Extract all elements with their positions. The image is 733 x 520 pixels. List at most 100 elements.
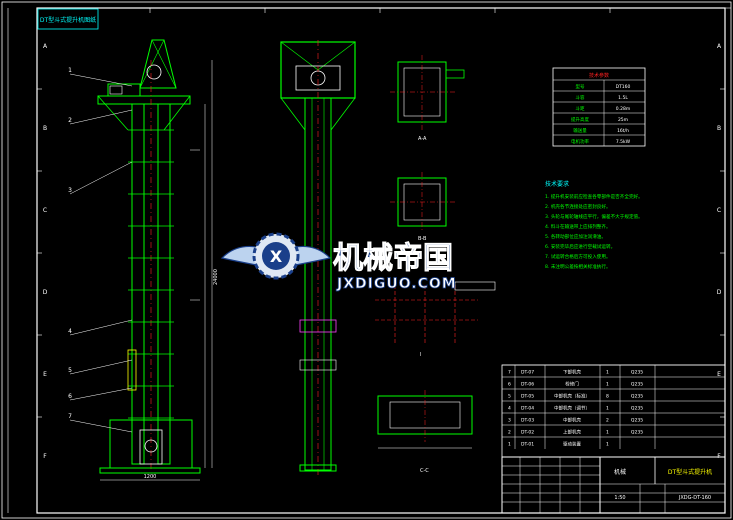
watermark-cn: 机械帝国	[333, 241, 453, 276]
spec-value: 25m	[618, 117, 628, 123]
bom-cell: 4	[508, 406, 511, 412]
bom-cell: 下部机壳	[563, 369, 581, 376]
bom-cell: 6	[508, 382, 511, 388]
note-line: 5. 各转动部位应加注润滑油。	[545, 233, 606, 240]
sheet-letter: E	[717, 371, 721, 378]
sheet-letter: C	[43, 207, 47, 214]
title-tab-box	[37, 8, 99, 30]
note-line: 2. 机壳各节连接处应密封良好。	[545, 203, 611, 210]
spec-label: 提升高度	[571, 116, 589, 123]
bom-cell: 5	[508, 394, 511, 400]
bom-cell: 检修门	[565, 381, 579, 388]
title-scale: 1:50	[614, 495, 625, 501]
bom-cell: 中部机壳（调节）	[554, 405, 590, 412]
sheet-letter: B	[43, 125, 47, 132]
sheet-letter: E	[43, 371, 47, 378]
base-width-dim: 1200	[144, 474, 157, 480]
part-balloon: 7	[68, 413, 72, 420]
tail-pulley	[144, 439, 158, 453]
head-pulley	[146, 64, 162, 80]
bom-cell: Q235	[631, 430, 643, 436]
bom-cell: 1	[606, 406, 609, 412]
sheet-letter: B	[717, 125, 721, 132]
note-line: 7. 试运转合格后方可投入使用。	[545, 253, 611, 260]
watermark-logo: X 机械帝国 JXDIGUO.COM	[220, 232, 456, 292]
sheet-letter: D	[43, 289, 48, 296]
bom-cell: 2	[508, 430, 511, 436]
spec-value: 1.5L	[618, 95, 628, 101]
title-name: DT型斗式提升机	[668, 468, 712, 476]
bom-cell: Q235	[631, 406, 643, 412]
spec-label: 电机功率	[571, 138, 589, 145]
spec-label: 输送量	[573, 127, 587, 134]
elevator-front-view: 24000 1200	[97, 39, 219, 481]
casing-left	[131, 103, 145, 465]
leader-line	[69, 319, 133, 336]
bom-cell: DT-06	[521, 382, 534, 388]
bom-cell: 1	[606, 370, 609, 376]
bom-cell: 上部机壳	[563, 429, 581, 436]
bom-cell: 1	[606, 382, 609, 388]
sheet-letter: A	[717, 43, 722, 50]
note-line: 6. 安装完毕后应进行空载试运转。	[545, 243, 615, 250]
inspection-door	[127, 349, 137, 391]
bom-cell: DT-05	[521, 394, 534, 400]
casing-flanges	[128, 129, 174, 419]
bom-cell: 8	[606, 394, 609, 400]
casing-right	[157, 103, 171, 465]
bom-cell: DT-07	[521, 370, 534, 376]
bom-cell: DT-04	[521, 406, 534, 412]
part-balloon: 6	[68, 393, 72, 400]
note-line: 4. 料斗在输送带上应排列整齐。	[545, 223, 611, 230]
bom-cell: 中部机壳（标准）	[554, 393, 590, 400]
base-plate	[99, 467, 201, 474]
bom-cell: 1	[606, 430, 609, 436]
sheet-letter: A	[43, 43, 48, 50]
leader-line	[69, 359, 133, 375]
head-hood	[139, 39, 177, 89]
section-a-label: A-A	[418, 136, 427, 142]
title-drawing-no: JXDG-DT-160	[678, 495, 711, 501]
detail-label: I	[420, 352, 421, 358]
head-platform	[97, 95, 191, 105]
detail-view: I	[375, 281, 496, 358]
sheet-letters-left: A B C D E F	[43, 43, 48, 460]
bom-cell: 中部机壳	[563, 417, 581, 424]
note-line: 3. 头轮与尾轮轴线应平行，偏差不大于规定值。	[545, 213, 643, 220]
bom-cell: DT-02	[521, 430, 534, 436]
tech-notes: 技术要求 1. 提升机安装前应检查各零部件是否齐全完好。2. 机壳各节连接处应密…	[545, 180, 643, 270]
bom-cell: 驱动装置	[563, 441, 581, 448]
bom-cell: 1	[508, 442, 511, 448]
bom-cell: DT-01	[521, 442, 534, 448]
part-balloon: 2	[68, 117, 72, 124]
part-balloon: 5	[68, 367, 72, 374]
bom-cell: Q235	[631, 382, 643, 388]
note-line: 8. 未注明公差按相关标准执行。	[545, 263, 611, 270]
bom-cell: 3	[508, 418, 511, 424]
title-block: 机械 DT型斗式提升机 1:50 JXDG-DT-160	[501, 456, 726, 514]
leader-line	[69, 109, 133, 125]
svg-text:X: X	[270, 247, 283, 266]
spec-label: 斗容	[576, 94, 585, 101]
section-view-a: A-A	[390, 55, 465, 142]
spec-label: 斗距	[576, 106, 585, 112]
spec-value: 16t/h	[617, 128, 629, 134]
total-height-dim: 24000	[213, 269, 219, 285]
spec-value: DT160	[616, 84, 631, 90]
part-balloon: 1	[68, 67, 72, 74]
leader-line	[69, 73, 133, 87]
section-view-c: C-C	[377, 390, 473, 474]
bom-cell: DT-03	[521, 418, 534, 424]
part-balloon: 4	[68, 328, 72, 335]
sheet-letter: F	[43, 453, 47, 460]
leader-line	[69, 419, 133, 433]
bom-cell: Q235	[631, 370, 643, 376]
sheet-letter: D	[717, 289, 722, 296]
spec-value: 7.5kW	[616, 139, 631, 145]
bom-cell: Q235	[631, 418, 643, 424]
